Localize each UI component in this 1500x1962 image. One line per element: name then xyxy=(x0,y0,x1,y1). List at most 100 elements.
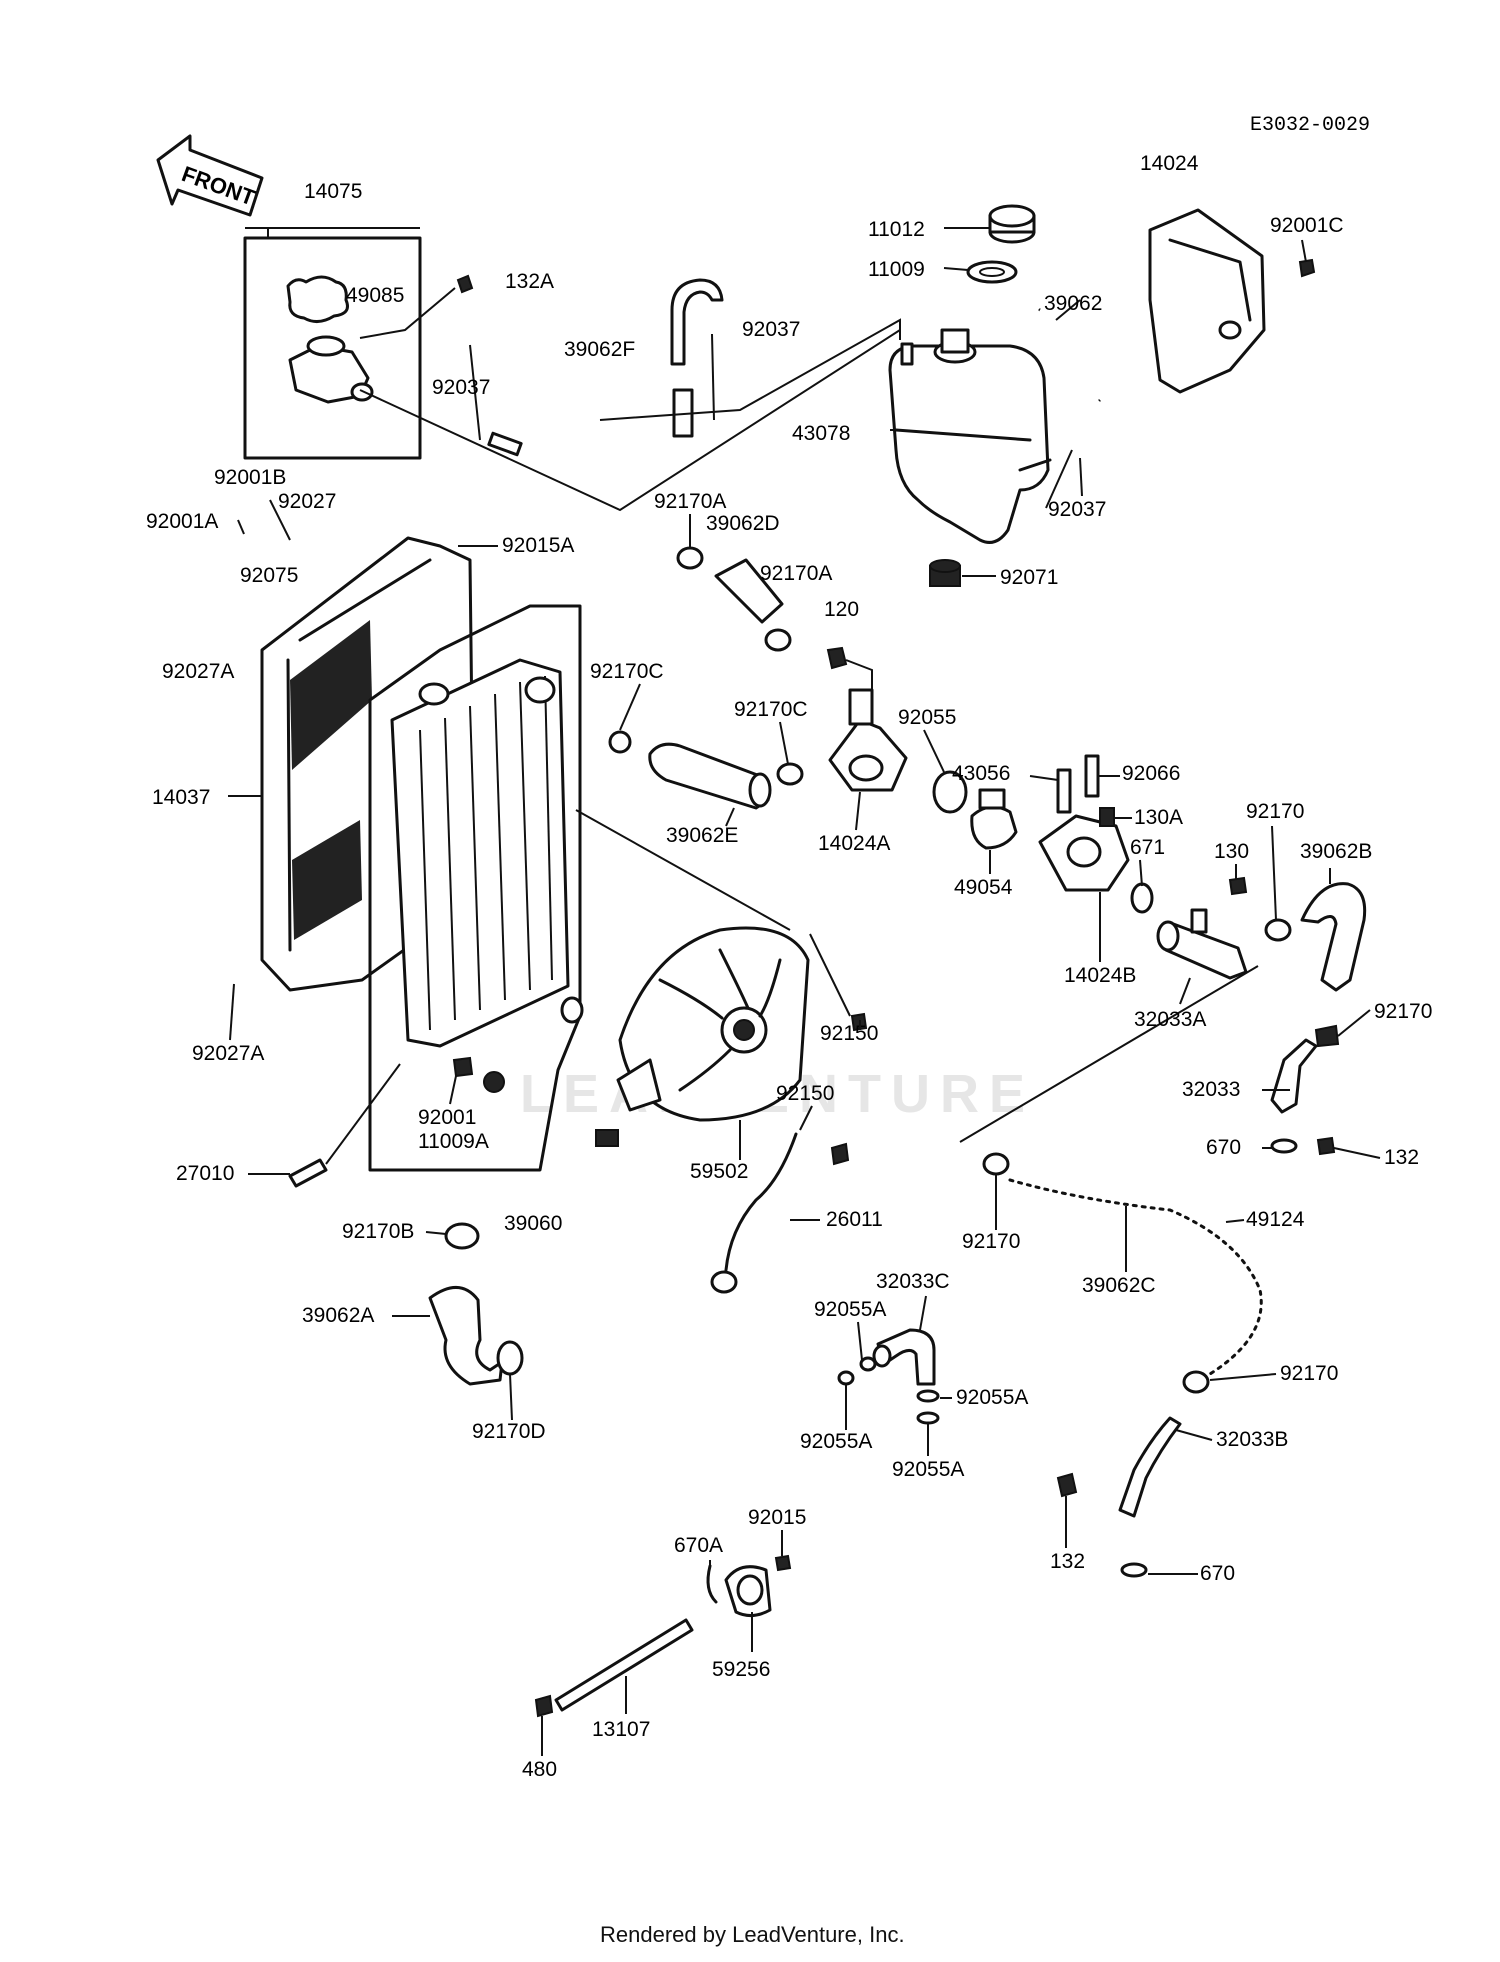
part-label: 39062E xyxy=(666,824,738,847)
part-label: 39062C xyxy=(1082,1274,1156,1297)
part-label: 39062B xyxy=(1300,840,1372,863)
reservoir-tank-drawing xyxy=(888,328,1052,544)
part-label: 11009A xyxy=(418,1130,489,1153)
cooling-fan-drawing xyxy=(595,926,810,1147)
part-label: 130 xyxy=(1214,840,1249,863)
part-label: 132 xyxy=(1384,1146,1419,1169)
housing-14024A-drawing xyxy=(828,688,908,792)
part-label: 92001C xyxy=(1270,214,1344,237)
hose-39062B-drawing xyxy=(1300,882,1367,992)
part-label: 92015A xyxy=(502,534,574,557)
part-label: 671 xyxy=(1130,836,1165,859)
part-label: 92037 xyxy=(1048,498,1106,521)
radiator-core-drawing xyxy=(390,658,584,1048)
hose-39062E-drawing xyxy=(648,742,772,810)
part-label: 14075 xyxy=(304,180,362,203)
pipe-32033B-drawing xyxy=(1118,1416,1182,1518)
part-label: 14024B xyxy=(1064,964,1136,987)
part-label: 92170 xyxy=(1280,1362,1338,1385)
part-label: 92055A xyxy=(800,1430,872,1453)
gasket-11009-drawing xyxy=(966,260,1018,284)
part-label: 11009 xyxy=(868,258,925,281)
part-label: 49124 xyxy=(1246,1208,1305,1231)
part-label: 43078 xyxy=(792,422,850,445)
hose-39062A-drawing xyxy=(428,1286,504,1386)
part-label: 27010 xyxy=(176,1162,234,1185)
part-label: 92055 xyxy=(898,706,956,729)
part-label: 670 xyxy=(1200,1562,1235,1585)
part-label: 92055A xyxy=(814,1298,886,1321)
bolt-132A-drawing xyxy=(456,274,474,294)
part-label: 92027A xyxy=(162,660,234,683)
part-label: 92170 xyxy=(1246,800,1304,823)
hose-39062D-drawing xyxy=(676,546,792,652)
part-label: 92150 xyxy=(820,1022,878,1045)
part-label: 92001B xyxy=(214,466,286,489)
part-label: 92001A xyxy=(146,510,218,533)
part-label: 92150 xyxy=(776,1082,834,1105)
part-label: 92066 xyxy=(1122,762,1180,785)
pump-impeller-59256-drawing xyxy=(724,1565,772,1617)
part-label: 59502 xyxy=(690,1160,748,1183)
part-label: 59256 xyxy=(712,1658,770,1681)
cap-92071-drawing xyxy=(929,559,961,587)
hose-49124-drawing xyxy=(1008,1174,1268,1386)
pipe-32033A-drawing xyxy=(1156,908,1248,980)
part-label: 32033 xyxy=(1182,1078,1240,1101)
part-label: 39060 xyxy=(504,1212,562,1235)
part-label: 92170A xyxy=(760,562,832,585)
part-label: 480 xyxy=(522,1758,557,1781)
part-label: 670A xyxy=(674,1534,723,1557)
diagram-code: E3032-0029 xyxy=(1250,114,1370,137)
hose-39062F-drawing xyxy=(670,278,724,438)
shaft-13107-drawing xyxy=(554,1618,694,1712)
part-label: 132A xyxy=(505,270,554,293)
part-label: 92037 xyxy=(432,376,490,399)
part-label: 39062A xyxy=(302,1304,374,1327)
part-label: 92027 xyxy=(278,490,336,513)
part-label: 92170B xyxy=(342,1220,414,1243)
part-label: 43056 xyxy=(952,762,1010,785)
part-label: 92001 xyxy=(418,1106,476,1129)
part-label: 92055A xyxy=(892,1458,964,1481)
part-label: 92170 xyxy=(1374,1000,1432,1023)
part-label: 49054 xyxy=(954,876,1013,899)
part-label: 92071 xyxy=(1000,566,1058,589)
part-label: 92170A xyxy=(654,490,726,513)
housing-14024B-drawing xyxy=(1038,754,1130,892)
thermostat-49054-drawing xyxy=(970,788,1018,850)
part-label: 32033B xyxy=(1216,1428,1288,1451)
footer-credit: Rendered by LeadVenture, Inc. xyxy=(600,1922,905,1947)
part-label: 670 xyxy=(1206,1136,1241,1159)
bracket-14024-drawing xyxy=(1148,208,1266,394)
part-label: 92170C xyxy=(590,660,664,683)
part-label: 13107 xyxy=(592,1718,650,1741)
pipe-32033-drawing xyxy=(1270,1038,1318,1114)
part-label: 14037 xyxy=(152,786,210,809)
part-label: 14024 xyxy=(1140,152,1199,175)
part-label: 92015 xyxy=(748,1506,806,1529)
pipe-32033C-drawing xyxy=(872,1328,936,1386)
part-label: 130A xyxy=(1134,806,1183,829)
part-label: 32033A xyxy=(1134,1008,1206,1031)
part-label: 120 xyxy=(824,598,859,621)
part-label: 92075 xyxy=(240,564,298,587)
leader-lines xyxy=(228,429,1381,1756)
cap-11012-drawing xyxy=(988,204,1036,244)
part-label: 92170C xyxy=(734,698,808,721)
part-label: 92055A xyxy=(956,1386,1028,1409)
front-arrow-icon: FRONT xyxy=(156,134,264,217)
part-label: 14024A xyxy=(818,832,890,855)
part-label: 39062F xyxy=(564,338,635,361)
part-label: 49085 xyxy=(346,284,404,307)
part-label: 92027A xyxy=(192,1042,264,1065)
part-label: 32033C xyxy=(876,1270,950,1293)
part-label: 26011 xyxy=(826,1208,883,1231)
filler-neck-assembly-drawing xyxy=(243,236,422,460)
part-label: 92170 xyxy=(962,1230,1020,1253)
part-label: 92170D xyxy=(472,1420,546,1443)
part-label: 132 xyxy=(1050,1550,1085,1573)
part-label: 39062 xyxy=(1044,292,1102,315)
part-label: 11012 xyxy=(868,218,925,241)
